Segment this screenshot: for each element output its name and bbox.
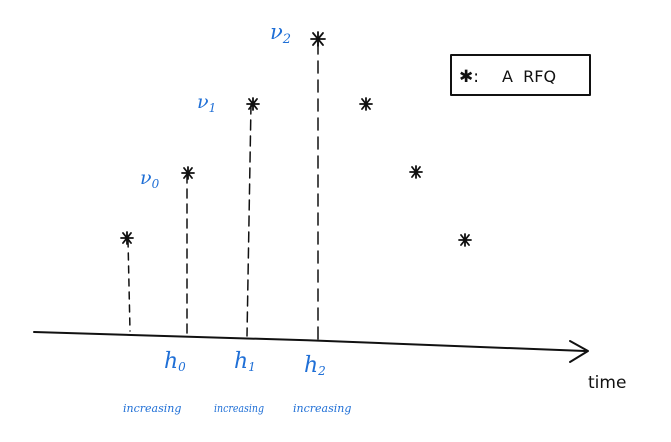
drop-line-3 [246, 103, 252, 337]
interval-label-2: h2 [304, 353, 326, 378]
interval-note-2: increasing [293, 402, 351, 415]
interval-label-1: h1 [234, 349, 256, 374]
time-axis-label: time [588, 373, 626, 393]
peak-label-0: ν0 [140, 167, 160, 191]
interval-label-0: h0 [164, 349, 186, 374]
interval-note-1: increasing [214, 402, 264, 415]
rfq-points [120, 31, 472, 247]
asterisk-icon [246, 97, 260, 111]
asterisk-icon [409, 165, 423, 179]
legend-label: A RFQ [502, 67, 556, 86]
drop-line-1 [127, 239, 131, 332]
asterisk-icon [120, 231, 134, 245]
interval-labels: h0 h1 h2 [164, 349, 326, 378]
peak-label-1: ν1 [197, 91, 216, 115]
legend-box [450, 54, 591, 96]
asterisk-icon [458, 233, 472, 247]
asterisk-icon [181, 166, 195, 180]
asterisk-icon [359, 97, 373, 111]
asterisk-icon [310, 31, 326, 47]
legend-symbol: ✱: [459, 67, 479, 87]
interval-notes: increasing increasing increasing [123, 402, 351, 415]
time-axis: time [33, 331, 626, 393]
legend: ✱: A RFQ [450, 54, 591, 96]
peak-label-2: ν2 [270, 20, 291, 47]
interval-note-0: increasing [123, 402, 181, 415]
peak-labels: ν0 ν1 ν2 [140, 20, 291, 191]
drop-lines [127, 41, 319, 343]
